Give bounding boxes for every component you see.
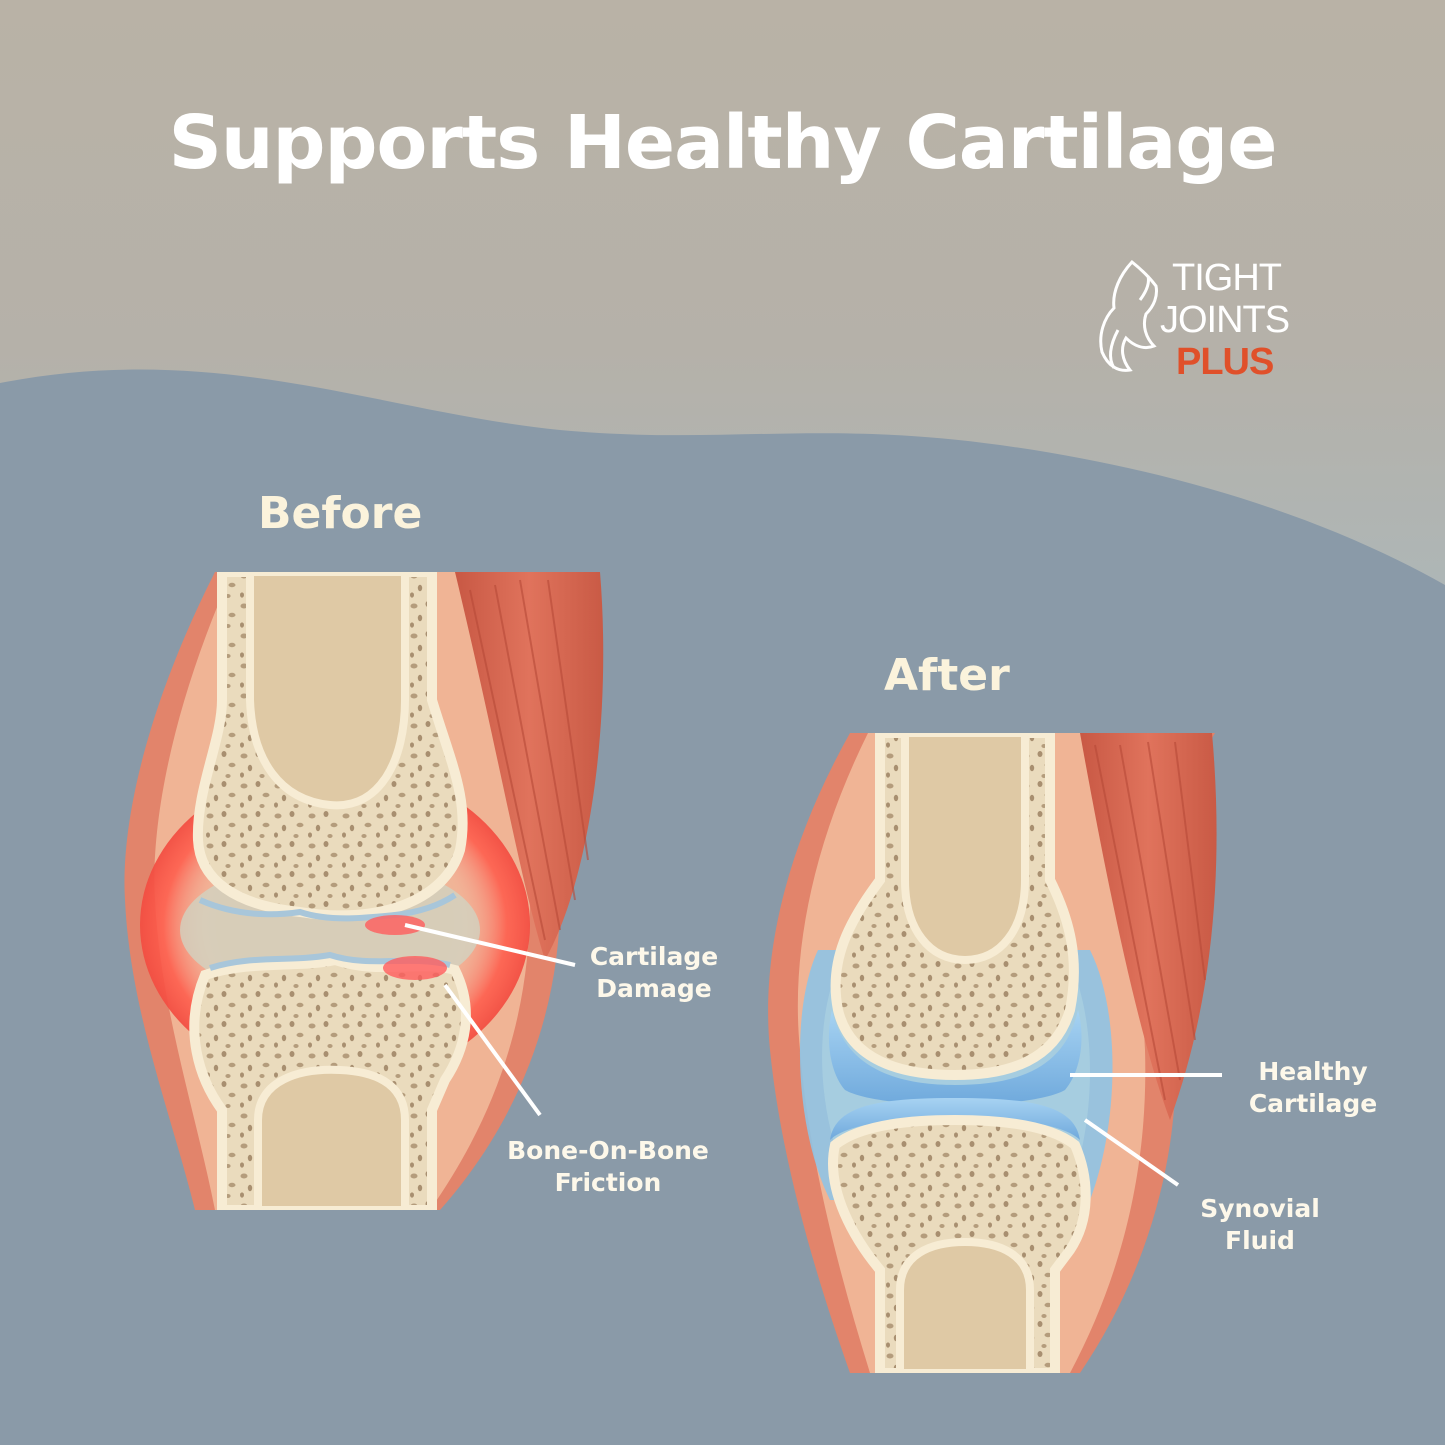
callout-healthy-cartilage: Healthy Cartilage [1238, 1056, 1388, 1120]
leader-synovial-fluid [1083, 1118, 1180, 1187]
brand-line-plus: PLUS [1176, 341, 1274, 383]
horse-icon [1099, 259, 1158, 372]
callout-healthy-cartilage-line1: Healthy [1258, 1057, 1368, 1086]
before-joint-illustration [124, 572, 604, 1210]
leader-cartilage-damage [404, 923, 576, 967]
callout-bone-friction-line2: Friction [554, 1168, 662, 1197]
callout-cartilage-damage-line1: Cartilage [589, 942, 719, 971]
callout-bone-on-bone-friction: Bone-On-Bone Friction [498, 1135, 718, 1199]
top-background-wave [0, 0, 1445, 585]
callout-healthy-cartilage-line2: Cartilage [1248, 1089, 1378, 1118]
after-joint-illustration [768, 733, 1217, 1373]
callout-leader-lines [404, 923, 1222, 1187]
brand-line-joints: JOINTS [1160, 299, 1290, 341]
callout-bone-friction-line1: Bone-On-Bone [507, 1136, 709, 1165]
before-label: Before [258, 488, 423, 539]
page-title: Supports Healthy Cartilage [168, 100, 1278, 186]
callout-synovial-fluid: Synovial Fluid [1190, 1193, 1330, 1257]
after-label: After [884, 650, 1010, 701]
callout-cartilage-damage: Cartilage Damage [574, 941, 734, 1005]
callout-synovial-fluid-line1: Synovial [1200, 1194, 1320, 1223]
callout-synovial-fluid-line2: Fluid [1225, 1226, 1295, 1255]
leader-bone-friction [443, 983, 542, 1117]
callout-cartilage-damage-line2: Damage [596, 974, 712, 1003]
brand-line-tight: TIGHT [1172, 257, 1282, 299]
